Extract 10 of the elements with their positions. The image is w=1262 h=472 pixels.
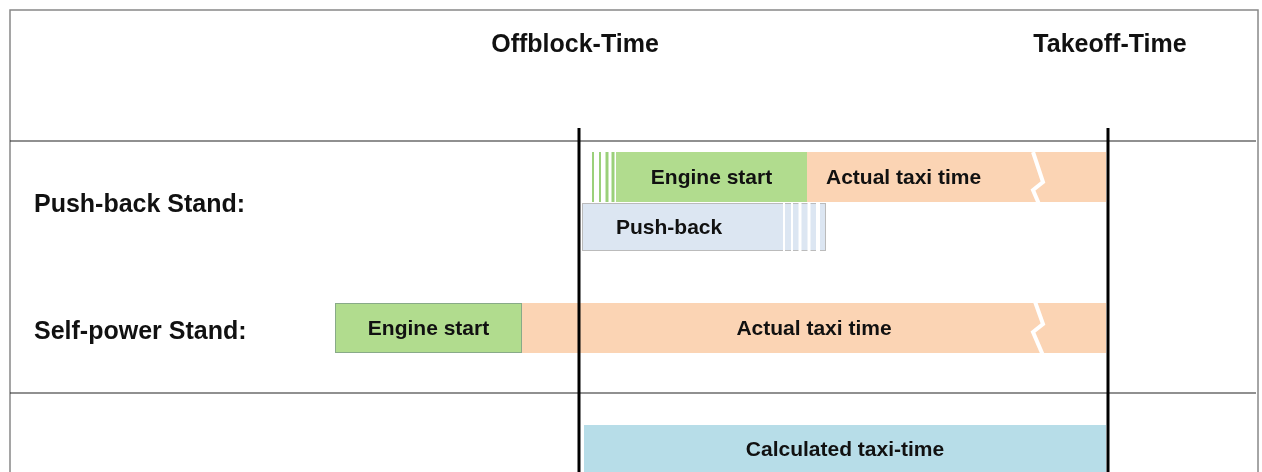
process-bar: Push-back	[582, 203, 826, 251]
process-bar: Actual taxi time	[807, 152, 1106, 202]
time-label: Takeoff-Time	[1032, 28, 1188, 59]
process-bar: Engine start	[335, 303, 522, 353]
row-label: Self-power Stand:	[34, 315, 247, 346]
time-label: Offblock-Time	[490, 28, 660, 59]
process-bar: Engine start	[616, 152, 807, 202]
process-bar: Calculated taxi-time	[584, 425, 1106, 472]
row-label: Push-back Stand:	[34, 188, 246, 219]
process-bar: Actual taxi time	[522, 303, 1106, 353]
